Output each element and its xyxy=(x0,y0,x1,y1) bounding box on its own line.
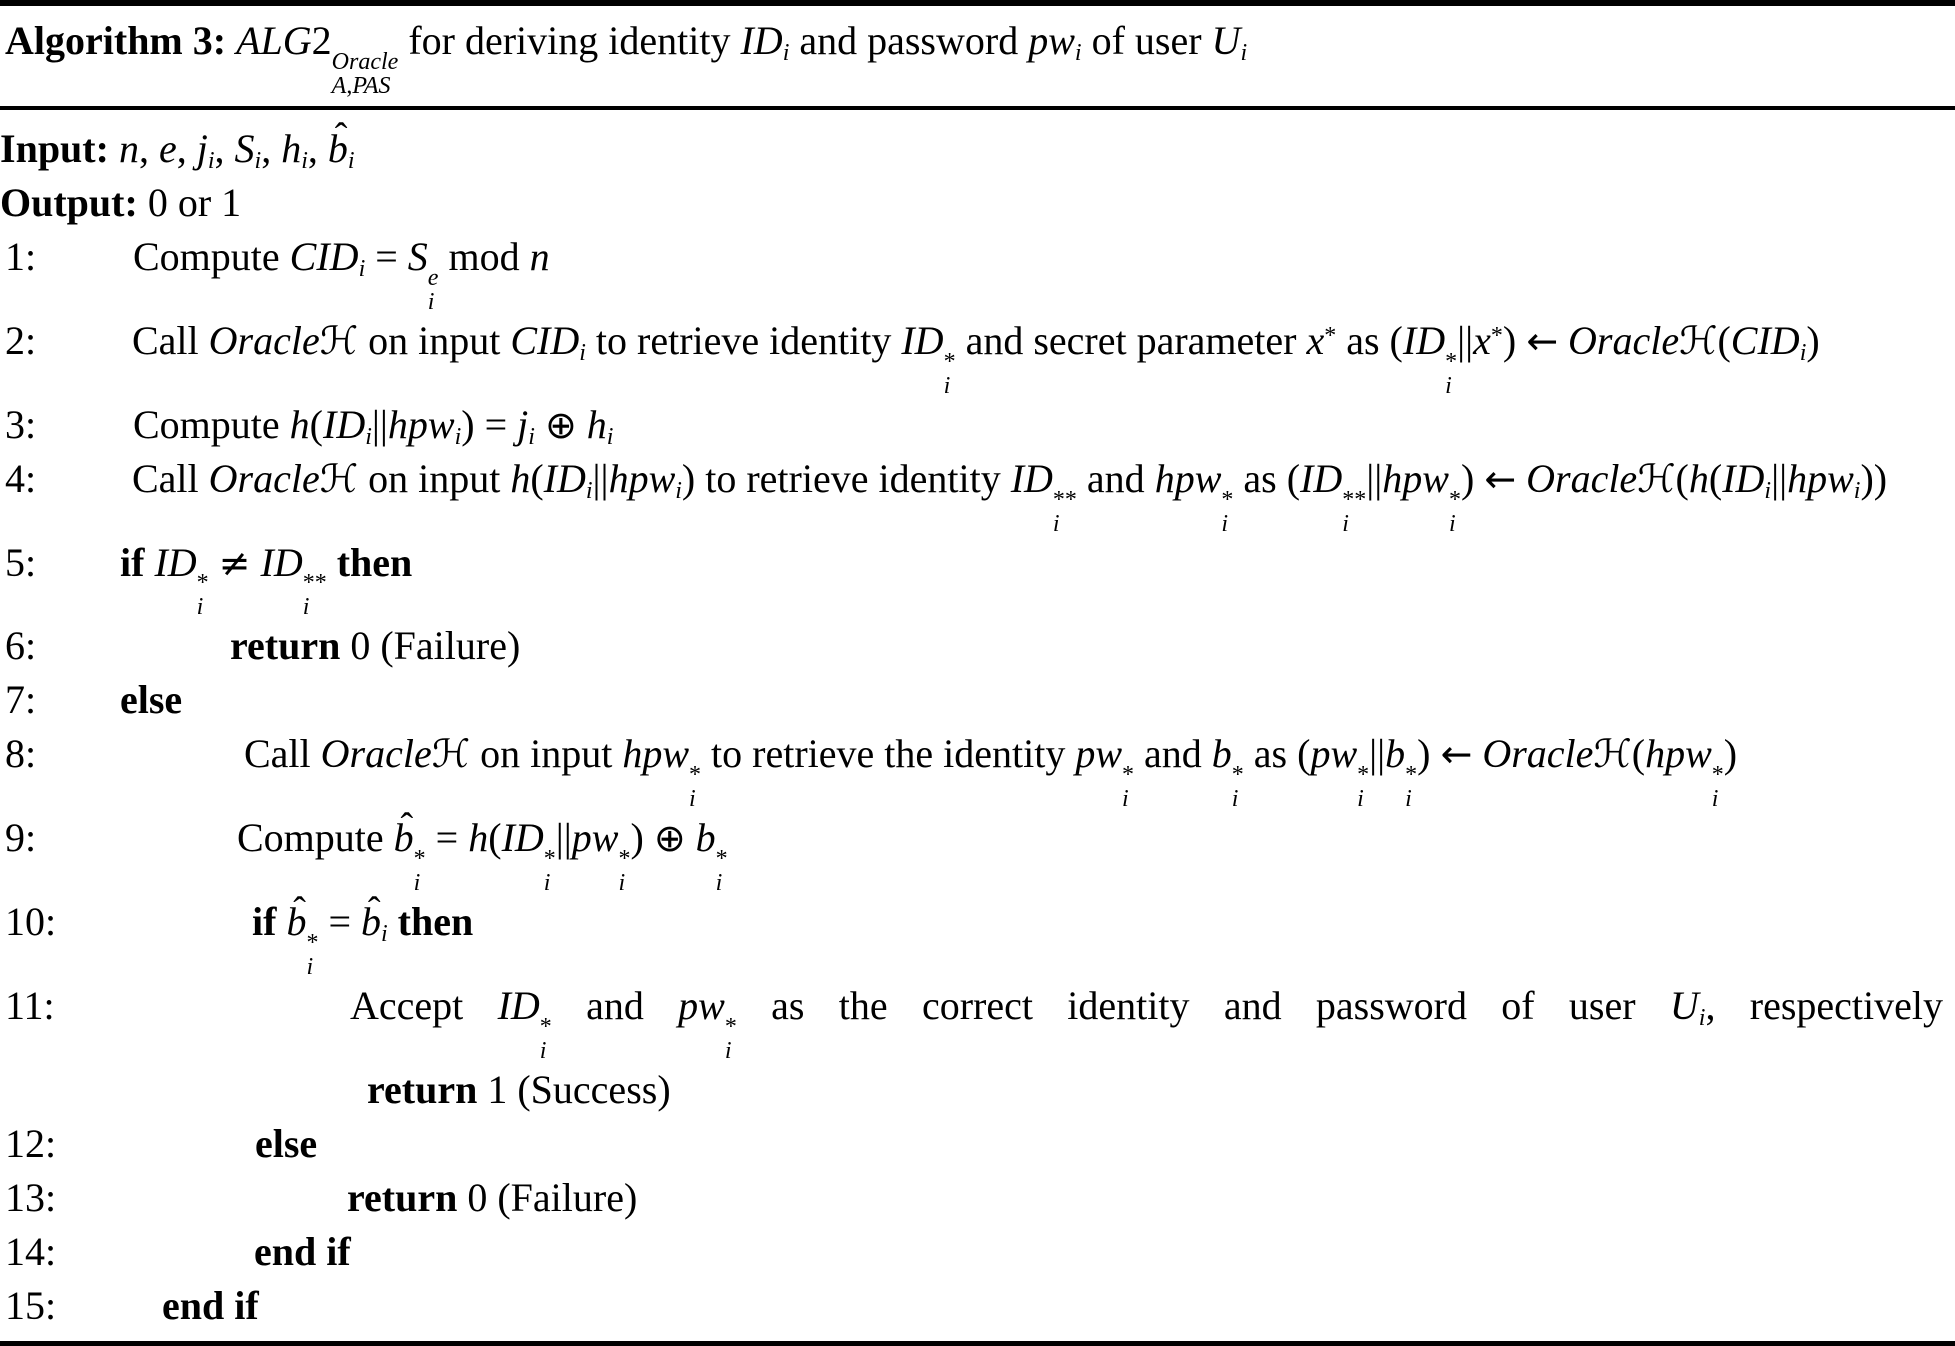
algo-line-14: return 1 (Success) xyxy=(0,1063,1943,1117)
line-content: else xyxy=(255,1120,318,1166)
indent-spacer xyxy=(0,766,244,767)
algo-line-16: 13: return 0 (Failure) xyxy=(0,1171,1943,1225)
line-number: 3: xyxy=(5,401,37,447)
line-number: 15: xyxy=(5,1282,57,1328)
line-number: 9: xyxy=(5,815,37,861)
title-separator-rule xyxy=(0,105,1955,110)
algo-line-2: Output: 0 or 1 xyxy=(0,176,1943,230)
algo-line-6: 4: Call Oracleℋ on input h(IDi||hpwi) to … xyxy=(0,452,1943,536)
line-content: else xyxy=(120,677,183,723)
algo-line-9: 7: else xyxy=(0,673,1943,727)
line-content: Compute h(IDi||hpwi) = ji ⊕ hi xyxy=(133,401,614,450)
indent-spacer xyxy=(0,1102,367,1103)
line-content: return 0 (Failure) xyxy=(347,1174,638,1220)
algo-line-7: 5: if ID*i ≠ ID**i then xyxy=(0,536,1943,620)
line-content: Call Oracleℋ on input h(IDi||hpwi) to re… xyxy=(132,455,1888,537)
line-number: 4: xyxy=(5,455,37,501)
line-number: 2: xyxy=(5,317,37,363)
line-content: Accept ID*i and pw*i as the correct iden… xyxy=(350,983,1943,1064)
algo-line-4: 2: Call Oracleℋ on input CIDi to retrieve… xyxy=(0,314,1943,398)
algo-line-17: 14: end if xyxy=(0,1225,1943,1279)
line-number: 12: xyxy=(5,1120,57,1166)
line-content: return 1 (Success) xyxy=(367,1066,671,1112)
line-number: 5: xyxy=(5,539,37,585)
algo-line-10: 8: Call Oracleℋ on input hpw*i to retriev… xyxy=(0,727,1943,811)
algo-line-5: 3: Compute h(IDi||hpwi) = ji ⊕ hi xyxy=(0,398,1943,452)
line-number: 1: xyxy=(5,233,37,279)
line-number: 8: xyxy=(5,731,37,777)
line-number: 14: xyxy=(5,1228,57,1274)
line-number: 10: xyxy=(5,899,57,945)
line-content: end if xyxy=(162,1282,259,1328)
line-content: Call Oracleℋ on input hpw*i to retrieve … xyxy=(244,731,1738,813)
line-number: 7: xyxy=(5,677,37,723)
line-number: 13: xyxy=(5,1174,57,1220)
line-content: end if xyxy=(254,1228,351,1274)
line-content: Call Oracleℋ on input CIDi to retrieve i… xyxy=(132,317,1820,399)
algo-line-15: 12: else xyxy=(0,1117,1943,1171)
algo-line-13: 11: Accept ID*i and pw*i as the correct i… xyxy=(0,979,1943,1063)
algo-line-18: 15: end if xyxy=(0,1279,1943,1333)
line-content: return 0 (Failure) xyxy=(230,623,521,669)
algo-line-8: 6: return 0 (Failure) xyxy=(0,619,1943,673)
line-content: if ID*i ≠ ID**i then xyxy=(120,539,413,621)
top-rule xyxy=(0,0,1955,6)
line-content: Output: 0 or 1 xyxy=(0,179,242,225)
bottom-rule xyxy=(0,1340,1955,1346)
line-number: 11: xyxy=(5,983,55,1028)
line-number: 6: xyxy=(5,623,37,669)
